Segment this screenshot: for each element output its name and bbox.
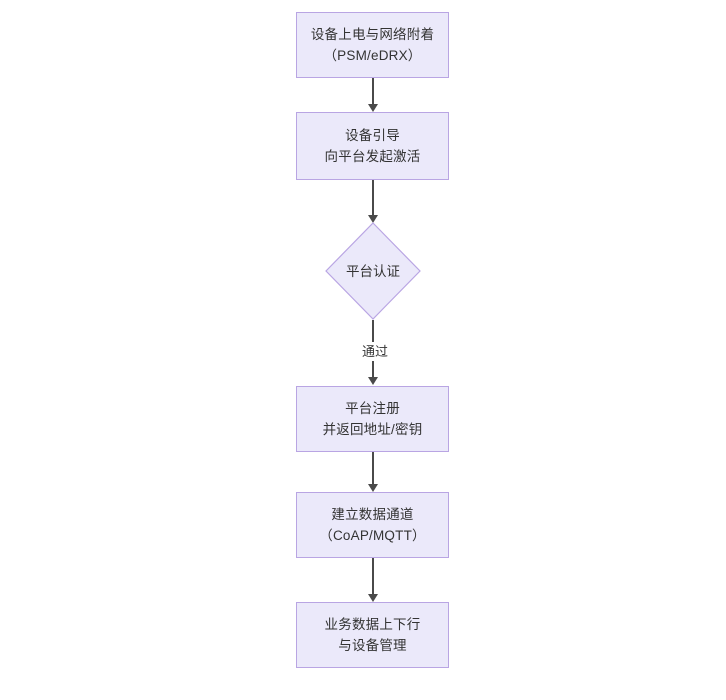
- flow-connector-2: [372, 180, 374, 218]
- flow-arrowhead-2: [367, 215, 378, 223]
- flow-node-power-on-line2: （PSM/eDRX）: [323, 48, 422, 63]
- flow-node-bootstrap-line1: 设备引导: [345, 128, 400, 143]
- diamond-shape-icon: [325, 222, 421, 320]
- flow-node-power-on-line1: 设备上电与网络附着: [310, 27, 435, 42]
- flow-node-auth[interactable]: 平台认证: [325, 222, 421, 320]
- flow-node-register-line2: 并返回地址/密钥: [322, 422, 423, 437]
- flow-connector-5: [372, 558, 374, 595]
- flow-arrowhead-4: [367, 484, 378, 492]
- flow-arrowhead-3: [367, 377, 378, 385]
- flow-node-register[interactable]: 平台注册 并返回地址/密钥: [296, 386, 449, 452]
- flow-connector-1: [372, 78, 374, 106]
- flow-edge-label-pass: 通过: [355, 342, 395, 361]
- flow-connector-4: [372, 452, 374, 485]
- flow-node-channel[interactable]: 建立数据通道 （CoAP/MQTT）: [296, 492, 449, 558]
- flow-arrowhead-5: [367, 594, 378, 602]
- flow-node-service[interactable]: 业务数据上下行 与设备管理: [296, 602, 449, 668]
- flow-node-bootstrap[interactable]: 设备引导 向平台发起激活: [296, 112, 449, 180]
- flow-node-register-line1: 平台注册: [345, 401, 400, 416]
- flow-node-channel-line1: 建立数据通道: [331, 507, 414, 522]
- flow-node-power-on[interactable]: 设备上电与网络附着 （PSM/eDRX）: [296, 12, 449, 78]
- flow-node-bootstrap-line2: 向平台发起激活: [324, 149, 421, 164]
- flow-node-service-line1: 业务数据上下行: [324, 617, 421, 632]
- flow-node-service-line2: 与设备管理: [338, 638, 407, 653]
- flow-arrowhead-1: [367, 104, 378, 112]
- flow-node-channel-line2: （CoAP/MQTT）: [319, 528, 426, 543]
